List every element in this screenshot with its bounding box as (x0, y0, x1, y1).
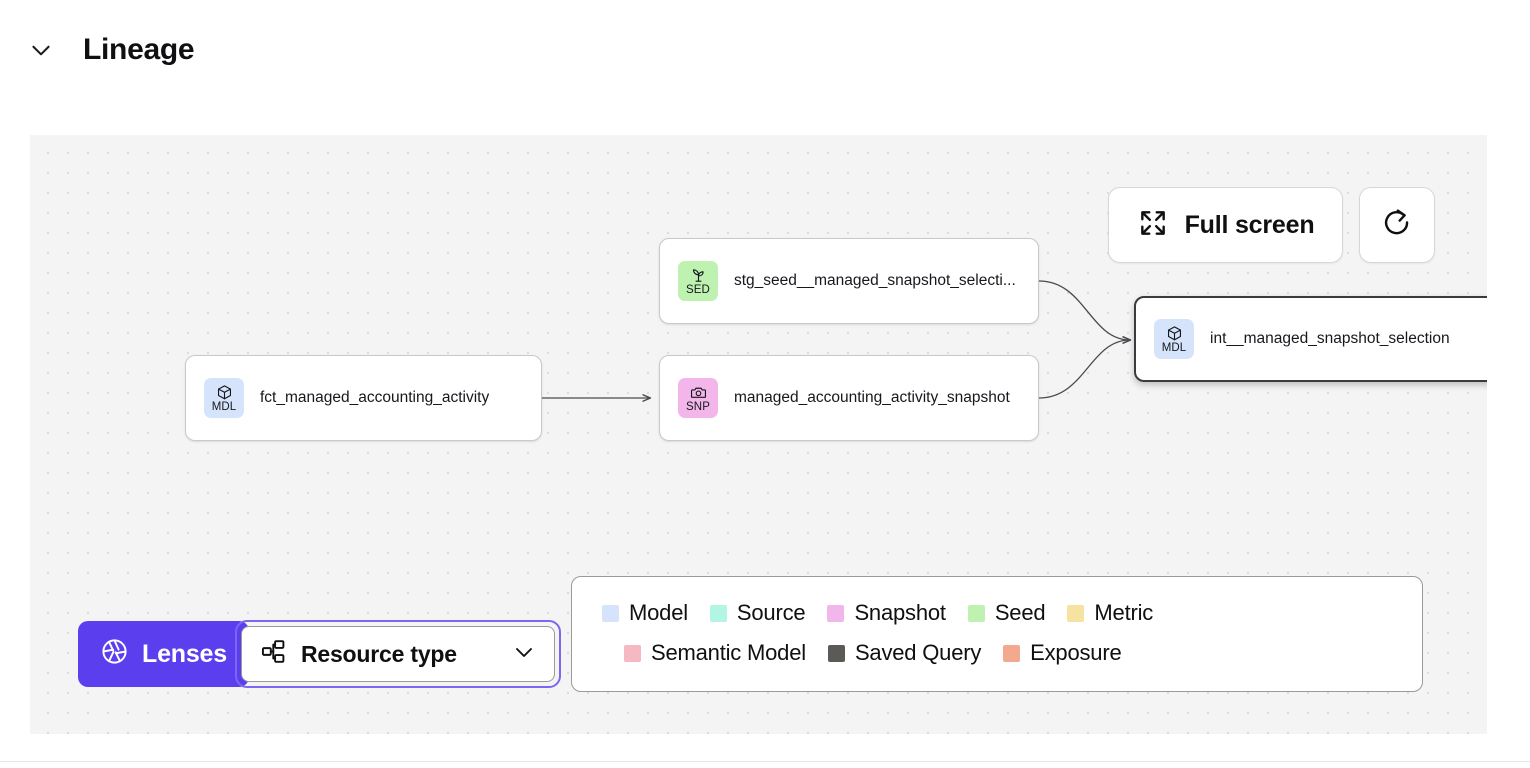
node-type-abbr: SNP (686, 400, 710, 413)
lineage-node-int-managed-snapshot-selection[interactable]: MDL int__managed_snapshot_selection (1134, 296, 1487, 382)
lineage-node-fct-managed-accounting-activity[interactable]: MDL fct_managed_accounting_activity (185, 355, 542, 441)
legend-row-1: Model Source Snapshot Seed (602, 593, 1392, 633)
resource-type-focus-ring: Resource type (234, 620, 561, 688)
legend-row-2: Semantic Model Saved Query Exposure (602, 633, 1392, 673)
legend-swatch-saved-query (827, 644, 845, 662)
hierarchy-icon (260, 638, 287, 670)
legend-item-metric: Metric (1067, 600, 1153, 626)
legend-item-semantic-model: Semantic Model (624, 640, 806, 666)
node-label: int__managed_snapshot_selection (1210, 330, 1450, 347)
legend-label-source: Source (736, 600, 806, 625)
node-type-badge-mdl: MDL (1154, 319, 1194, 359)
lineage-canvas[interactable]: MDL fct_managed_accounting_activity SED … (30, 135, 1487, 734)
edge-seed-to-int (1038, 280, 1130, 340)
page-title: Lineage (83, 33, 195, 66)
legend-swatch-metric (1067, 604, 1085, 622)
lenses-button[interactable]: Lenses (78, 621, 249, 687)
legend-label-model: Model (629, 600, 688, 625)
resource-type-label: Resource type (300, 640, 457, 667)
legend-item-snapshot: Snapshot (827, 600, 946, 626)
legend-item-saved-query: Saved Query (827, 640, 982, 666)
legend-item-model: Model (602, 600, 688, 626)
node-label: stg_seed__managed_snapshot_selecti... (734, 272, 1016, 289)
aperture-icon (100, 637, 129, 671)
lineage-node-managed-accounting-activity-snapshot[interactable]: SNP managed_accounting_activity_snapshot (659, 355, 1039, 441)
legend-label-snapshot: Snapshot (854, 600, 946, 625)
bottom-divider (0, 761, 1530, 762)
legend-label-saved-query: Saved Query (854, 640, 982, 665)
lineage-section-header: Lineage (0, 0, 1530, 100)
full-screen-button[interactable]: Full screen (1108, 187, 1343, 263)
full-screen-label: Full screen (1184, 210, 1315, 239)
legend-swatch-seed (967, 604, 985, 622)
node-label: managed_accounting_activity_snapshot (734, 389, 1010, 406)
canvas-toolbar: Full screen (1108, 187, 1435, 263)
legend-label-metric: Metric (1094, 600, 1154, 625)
legend-swatch-snapshot (827, 604, 845, 622)
legend-label-semantic-model: Semantic Model (651, 640, 806, 665)
expand-arrows-icon (1137, 207, 1169, 244)
resource-type-dropdown[interactable]: Resource type (240, 626, 555, 682)
edge-snapshot-to-int (1038, 340, 1130, 399)
lineage-node-stg-seed-managed-snapshot-selection[interactable]: SED stg_seed__managed_snapshot_selecti..… (659, 238, 1039, 324)
legend-label-exposure: Exposure (1030, 640, 1122, 665)
chevron-down-icon[interactable] (26, 35, 56, 65)
legend-label-seed: Seed (994, 600, 1046, 625)
legend-item-seed: Seed (967, 600, 1046, 626)
refresh-icon (1380, 206, 1414, 245)
node-type-badge-snp: SNP (678, 378, 718, 418)
lineage-legend: Model Source Snapshot Seed (571, 576, 1423, 692)
legend-item-exposure: Exposure (1003, 640, 1122, 666)
node-type-badge-mdl: MDL (204, 378, 244, 418)
node-type-badge-sed: SED (678, 261, 718, 301)
chevron-down-icon (512, 640, 536, 669)
legend-swatch-exposure (1003, 644, 1021, 662)
refresh-button[interactable] (1359, 187, 1435, 263)
node-label: fct_managed_accounting_activity (260, 389, 490, 406)
node-type-abbr: SED (686, 283, 710, 296)
legend-swatch-semantic-model (624, 644, 641, 662)
node-type-abbr: MDL (1161, 341, 1187, 354)
node-type-abbr: MDL (211, 400, 237, 413)
lens-controls: Lenses Resource ty (78, 620, 561, 688)
legend-swatch-source (709, 604, 727, 622)
legend-swatch-model (602, 604, 619, 622)
legend-item-source: Source (709, 600, 806, 626)
lenses-label: Lenses (142, 639, 227, 668)
